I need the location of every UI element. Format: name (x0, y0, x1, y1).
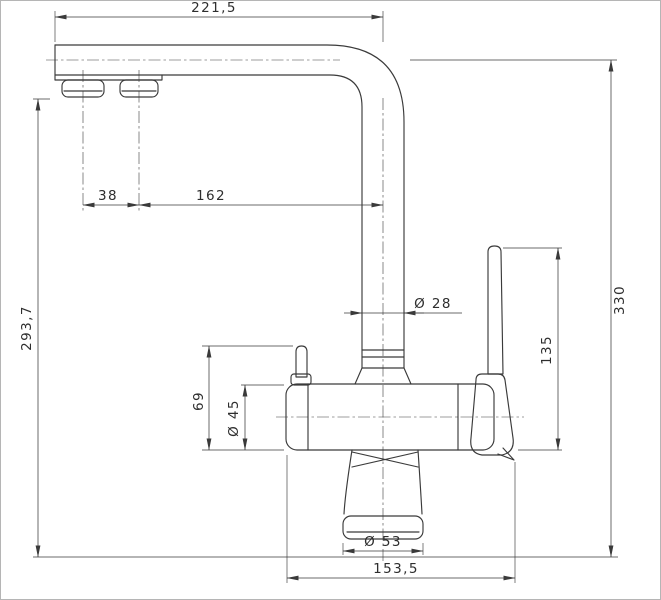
aerator-2 (119, 79, 159, 98)
base-cone-right (417, 449, 423, 515)
dim-label-handle-height: 135 (539, 335, 555, 365)
base-cone-left (343, 449, 353, 515)
handle-mount (470, 373, 514, 456)
dimension-labels: 221,5 38 162 293,7 330 135 69 Ø 45 Ø 28 … (19, 0, 628, 577)
side-lever (295, 345, 308, 378)
dim-label-body-diameter: Ø 45 (226, 399, 242, 437)
faucet-geometry (54, 44, 515, 540)
side-lever-boss (290, 373, 312, 386)
aerator-1 (61, 79, 105, 98)
dim-label-top-width: 221,5 (191, 0, 237, 16)
handle-mount-tip (497, 447, 515, 461)
dim-label-spout-reach: 162 (196, 188, 226, 204)
dim-label-base-diameter: Ø 53 (364, 534, 402, 550)
dim-label-pipe-diameter: Ø 28 (414, 296, 452, 312)
handle-lever (487, 245, 504, 375)
dimension-lines (35, 14, 614, 581)
dim-label-total-height: 330 (612, 285, 628, 315)
centerlines (46, 59, 524, 562)
dim-label-spout-height: 293,7 (19, 305, 35, 351)
extension-lines (33, 11, 618, 583)
pipe-flare (354, 367, 412, 385)
pipe-coupling (361, 349, 405, 358)
dim-label-side-lever-height: 69 (191, 391, 207, 411)
spout-head-underside (54, 74, 163, 81)
spout-outer-edge (54, 44, 405, 369)
base-flange (342, 515, 424, 540)
dim-label-base-span: 153,5 (373, 561, 419, 577)
dim-label-aerator-spacing: 38 (98, 188, 118, 204)
base-cone-facets (351, 451, 419, 468)
mixer-body (285, 383, 495, 451)
spout-inner-edge (54, 74, 363, 369)
